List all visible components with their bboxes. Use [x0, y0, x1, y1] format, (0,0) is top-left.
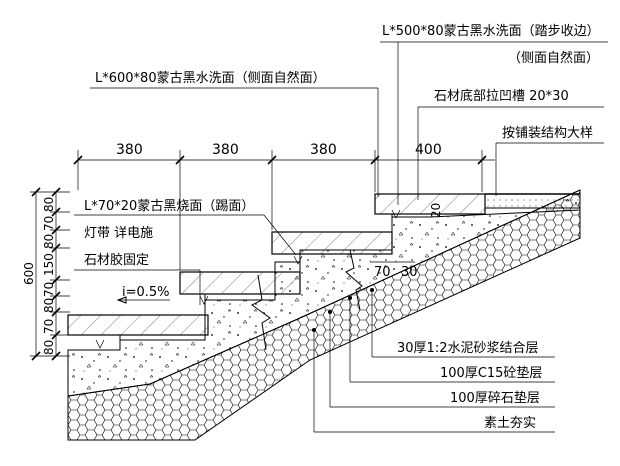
- dim-top-1: 380: [116, 142, 143, 158]
- top-paving: [484, 193, 581, 209]
- left-dimension-chain: 600 80 70 80 150 70 80 70 80: [22, 187, 70, 361]
- label-light-strip: 灯带 详电施: [84, 226, 153, 241]
- label-adhesive: 石材胶固定: [84, 252, 149, 268]
- dim-left-1: 80: [42, 197, 56, 212]
- tread-stone-2: [271, 231, 393, 255]
- landing-stone: [67, 314, 209, 336]
- dim-left-total: 600: [22, 262, 36, 285]
- label-edge-stone-face: （侧面自然面）: [508, 50, 599, 66]
- dim-top-2: 380: [212, 142, 239, 158]
- label-slope: i=0.5%: [122, 285, 170, 300]
- dim-groove-20: 20: [429, 203, 443, 218]
- top-leaders: L*500*80蒙古黑水洗面（踏步收边） （侧面自然面） L*600*80蒙古黑…: [90, 24, 608, 218]
- layer-mortar: 30厚1:2水泥砂浆结合层: [397, 341, 538, 356]
- label-paving-ref: 按铺装结构大样: [502, 126, 593, 141]
- label-riser-stone: L*70*20蒙古黑烧面（踢面）: [84, 199, 254, 214]
- dim-gap-30: 30: [401, 265, 418, 280]
- dim-left-2: 70: [42, 216, 56, 231]
- break-line-right: [345, 249, 363, 311]
- layer-concrete: 100厚C15砼垫层: [440, 365, 542, 381]
- label-tread-stone: L*600*80蒙古黑水洗面（侧面自然面）: [95, 70, 326, 86]
- dim-left-8: 80: [42, 340, 56, 355]
- step-detail-dims: 70 30: [370, 261, 418, 280]
- dim-gap-70: 70: [374, 265, 391, 280]
- dim-top-3: 380: [310, 142, 337, 158]
- left-leaders: L*70*20蒙古黑烧面（踢面） 灯带 详电施 石材胶固定 i=0.5%: [74, 199, 297, 305]
- layer-callouts: 30厚1:2水泥砂浆结合层 100厚C15砼垫层 100厚碎石垫层 素土夯实: [312, 288, 555, 433]
- layer-soil: 素土夯实: [484, 416, 536, 431]
- dim-left-6: 80: [42, 298, 56, 313]
- top-dimension-chain: 380 380 380 400: [73, 142, 495, 270]
- break-line-left: [251, 274, 271, 351]
- dim-top-4: 400: [415, 142, 442, 158]
- dim-left-5: 70: [42, 282, 56, 297]
- label-groove: 石材底部拉凹槽 20*30: [434, 88, 569, 104]
- tread-stone-1: [179, 271, 301, 295]
- layer-gravel: 100厚碎石垫层: [450, 390, 540, 406]
- label-edge-stone: L*500*80蒙古黑水洗面（踏步收边）: [382, 24, 600, 39]
- dim-left-3: 80: [42, 234, 56, 249]
- dim-left-4: 150: [42, 253, 56, 276]
- dim-left-7: 70: [42, 319, 56, 334]
